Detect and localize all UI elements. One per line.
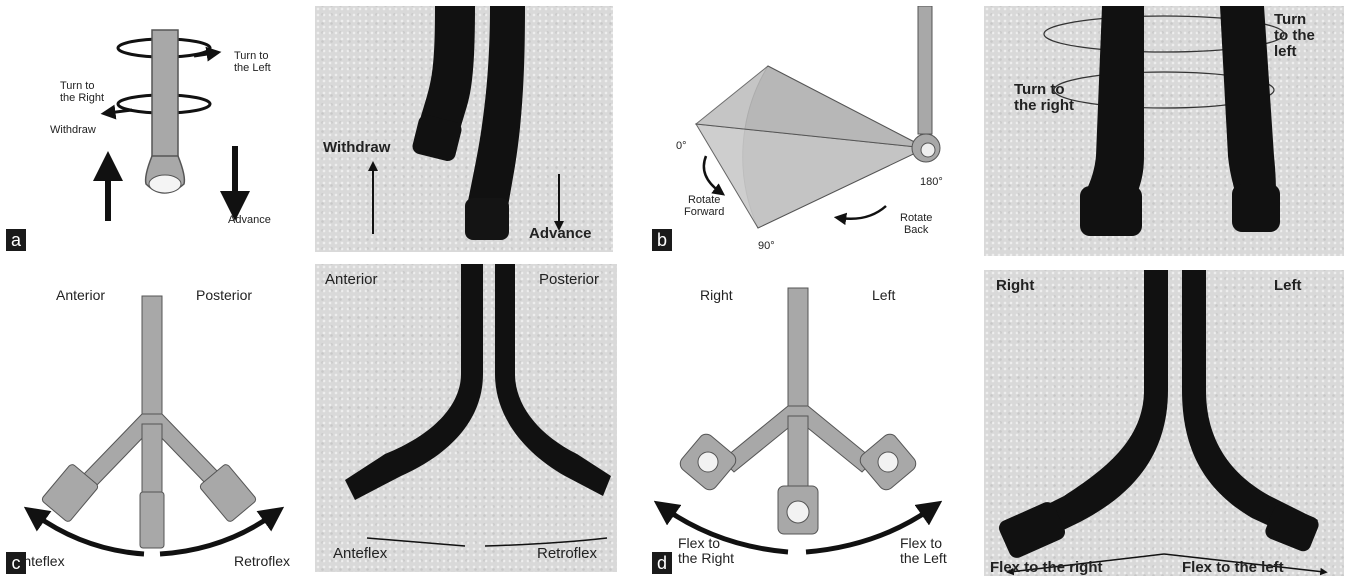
panel-c-photo-scopes xyxy=(315,264,617,572)
posterior-label: Posterior xyxy=(196,288,252,303)
right-label: Right xyxy=(700,288,733,303)
deg0-label: 0° xyxy=(676,140,687,152)
panel-d-photo: Right Left Flex to the right Flex to the… xyxy=(984,270,1344,576)
withdraw-label: Withdraw xyxy=(50,124,96,136)
photo-c-retroflex-label: Retroflex xyxy=(537,546,597,562)
photo-d-flex-right-label: Flex to the right xyxy=(990,560,1103,576)
retroflex-label: Retroflex xyxy=(234,554,290,569)
photo-b-turn-left-label: Turn to the left xyxy=(1274,12,1315,59)
deg180-label: 180° xyxy=(920,176,943,188)
photo-c-anteflex-label: Anteflex xyxy=(333,546,387,562)
flex-right-label: Flex to the Right xyxy=(678,536,734,567)
photo-d-left-label: Left xyxy=(1274,278,1302,294)
panel-b-tag: b xyxy=(652,229,672,251)
photo-a-advance-label: Advance xyxy=(529,226,592,242)
panel-d-photo-scopes xyxy=(984,270,1344,576)
panel-a-photo: Withdraw Advance xyxy=(315,6,613,252)
panel-d-tag: d xyxy=(652,552,672,574)
photo-c-posterior-label: Posterior xyxy=(539,272,599,288)
photo-c-anterior-label: Anterior xyxy=(325,272,378,288)
flex-left-label: Flex to the Left xyxy=(900,536,947,567)
rotate-back-label: Rotate Back xyxy=(900,212,932,236)
turn-right-label: Turn to the Right xyxy=(60,80,104,104)
panel-b-photo: Turn to the left Turn to the right xyxy=(984,6,1344,256)
panel-d-diagram: Right Left Flex to the Right Flex to the… xyxy=(648,264,978,576)
panel-a-tag: a xyxy=(6,229,26,251)
panel-a-photo-scopes xyxy=(315,6,613,252)
panel-a-diagram: Turn to the Left Turn to the Right Withd… xyxy=(4,6,306,256)
panel-d-illustration xyxy=(648,264,978,576)
advance-label: Advance xyxy=(228,214,271,226)
panel-c-photo: Anterior Posterior Anteflex Retroflex xyxy=(315,264,617,572)
endoscope-shaft xyxy=(152,30,178,160)
photo-d-flex-left-label: Flex to the left xyxy=(1182,560,1284,576)
photo-b-turn-right-label: Turn to the right xyxy=(1014,82,1074,114)
photo-a-withdraw-label: Withdraw xyxy=(323,140,390,156)
deg90-label: 90° xyxy=(758,240,775,252)
panel-c-tag: c xyxy=(6,552,26,574)
anterior-label: Anterior xyxy=(56,288,105,303)
left-label: Left xyxy=(872,288,895,303)
turn-left-label: Turn to the Left xyxy=(234,50,271,74)
panel-b-diagram: 0° 180° 90° Rotate Forward Rotate Back xyxy=(648,6,978,256)
panel-c-illustration xyxy=(4,264,304,576)
panel-c-diagram: Anterior Posterior Anteflex Retroflex xyxy=(4,264,304,576)
photo-d-right-label: Right xyxy=(996,278,1034,294)
rotate-forward-label: Rotate Forward xyxy=(684,194,724,218)
